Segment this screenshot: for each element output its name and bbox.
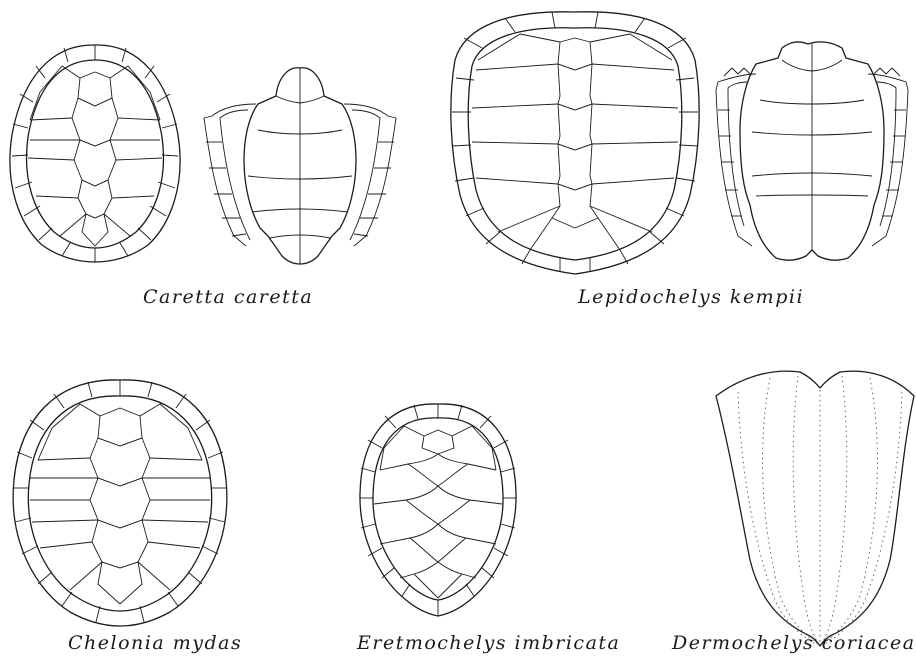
eretmochelys-caption: Eretmochelys imbricata xyxy=(357,632,620,654)
dermochelys-carapace-drawing xyxy=(716,371,914,646)
caretta-carapace-drawing xyxy=(10,45,180,262)
caretta-caption: Caretta caretta xyxy=(143,286,313,308)
lepidochelys-plastron-drawing xyxy=(716,42,908,260)
eretmochelys-carapace-drawing xyxy=(360,404,516,616)
lepidochelys-carapace-drawing xyxy=(451,12,699,274)
dermochelys-caption: Dermochelys coriacea xyxy=(672,632,916,654)
chelonia-carapace-drawing xyxy=(13,380,227,626)
lepidochelys-caption: Lepidochelys kempii xyxy=(578,286,804,308)
caretta-plastron-drawing xyxy=(204,68,396,264)
chelonia-caption: Chelonia mydas xyxy=(68,632,242,654)
